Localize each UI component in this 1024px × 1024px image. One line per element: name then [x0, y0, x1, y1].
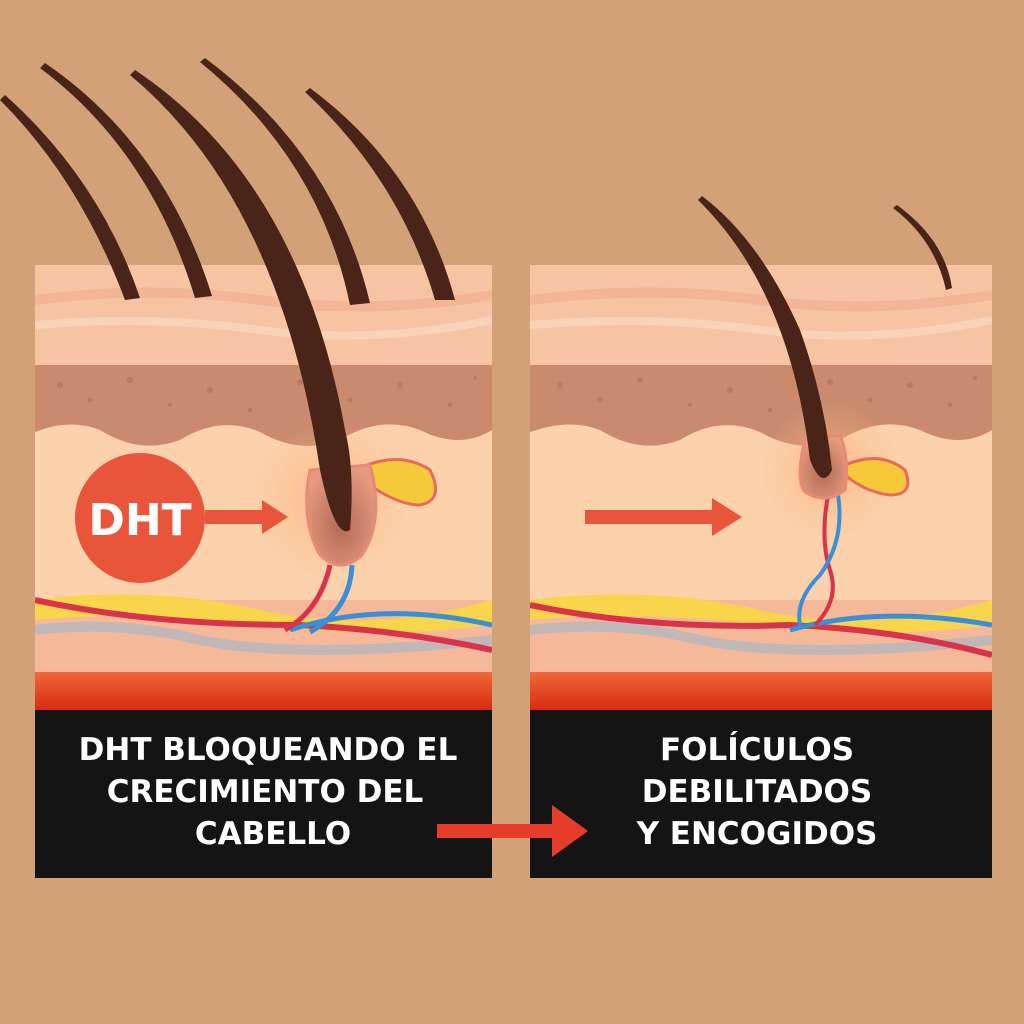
hairs-healthy: [0, 58, 455, 532]
left-caption-line-3: CABELLO: [195, 816, 351, 852]
left-red-band: [35, 672, 492, 710]
right-panel: FOLÍCULOS DEBILITADOS Y ENCOGIDOS: [530, 196, 992, 878]
left-caption-line-2: CRECIMIENTO DEL: [107, 774, 424, 810]
blood-vessel-blue: [789, 613, 992, 633]
right-skin-cross-section: [530, 265, 992, 710]
sebaceous-gland: [358, 458, 438, 507]
sebaceous-gland: [843, 457, 910, 497]
dht-badge: DHT: [75, 453, 205, 583]
left-panel: DHT DHT BLOQUEANDO EL CRECIMIENTO DEL CA…: [0, 58, 492, 878]
blood-vessel-red: [530, 602, 992, 658]
dht-arrow-icon: [205, 500, 288, 534]
epidermis-layer: [35, 365, 492, 446]
right-caption-line-2: DEBILITADOS: [642, 774, 873, 810]
epidermis-layer: [530, 365, 992, 446]
right-red-band: [530, 672, 992, 710]
dht-label: DHT: [88, 495, 191, 546]
transition-arrow-icon: [437, 805, 588, 857]
right-caption-line-3: Y ENCOGIDOS: [636, 816, 878, 852]
right-caption-line-1: FOLÍCULOS: [660, 732, 854, 768]
blood-vessel-blue: [289, 611, 492, 633]
left-skin-cross-section: [35, 265, 492, 710]
left-caption-box: [35, 710, 492, 878]
hairs-weakened: [698, 196, 952, 478]
left-caption-line-1: DHT BLOQUEANDO EL: [79, 732, 458, 768]
right-caption-box: [530, 710, 992, 878]
right-arrow-icon: [585, 498, 742, 536]
